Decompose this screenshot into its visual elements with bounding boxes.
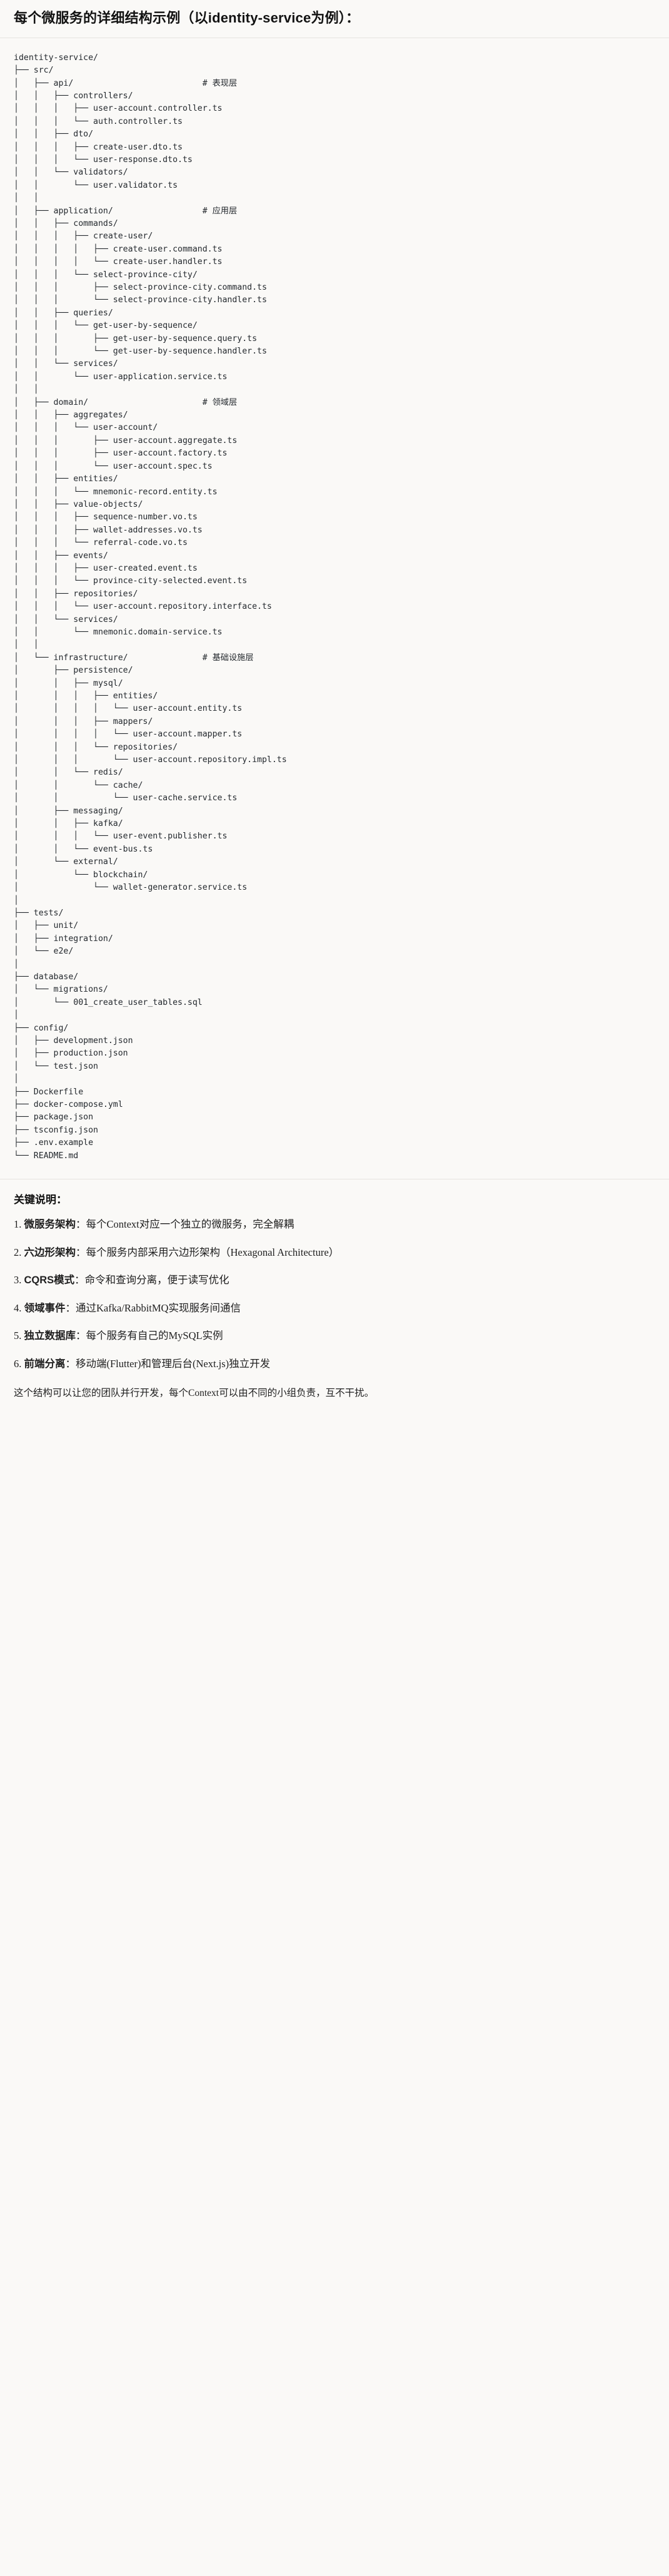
document-page: 每个微服务的详细结构示例（以identity-service为例）： ident… [0,0,669,1411]
title-block: 每个微服务的详细结构示例（以identity-service为例）： [0,0,669,38]
key-notes-block: 关键说明： 1. 微服务架构：每个Context对应一个独立的微服务，完全解耦 … [0,1179,669,1411]
note-term: 独立数据库 [24,1330,76,1342]
note-term: 微服务架构 [24,1219,76,1231]
note-number: 6. [14,1357,22,1370]
note-description: 移动端(Flutter)和管理后台(Next.js)独立开发 [76,1357,271,1370]
note-number: 4. [14,1301,22,1314]
note-item: 4. 领域事件：通过Kafka/RabbitMQ实现服务间通信 [14,1300,655,1317]
note-term: 领域事件 [24,1302,66,1314]
note-description: 通过Kafka/RabbitMQ实现服务间通信 [76,1301,241,1314]
note-separator: ： [76,1330,86,1342]
closing-paragraph: 这个结构可以让您的团队并行开发，每个Context可以由不同的小组负责，互不干扰… [14,1388,375,1399]
note-separator: ： [74,1274,85,1286]
note-term: 前端分离 [24,1358,66,1370]
note-item: 6. 前端分离：移动端(Flutter)和管理后台(Next.js)独立开发 [14,1356,655,1373]
note-term: CQRS模式 [24,1275,75,1286]
note-item: 3. CQRS模式：命令和查询分离，便于读写优化 [14,1272,655,1289]
note-item: 2. 六边形架构：每个服务内部采用六边形架构（Hexagonal Archite… [14,1245,655,1261]
note-number: 1. [14,1218,22,1231]
note-number: 5. [14,1330,22,1342]
note-term: 六边形架构 [24,1246,76,1258]
note-description: 每个服务有自己的MySQL实例 [86,1330,223,1342]
note-description: 每个Context对应一个独立的微服务，完全解耦 [86,1218,294,1231]
note-separator: ： [76,1246,86,1258]
note-separator: ： [65,1301,76,1314]
directory-tree-block: identity-service/ ├── src/ │ ├── api/ # … [0,38,669,1180]
note-description: 命令和查询分离，便于读写优化 [84,1274,229,1286]
note-separator: ： [76,1218,86,1231]
key-notes-heading: 关键说明： [14,1194,67,1206]
page-title: 每个微服务的详细结构示例（以identity-service为例）： [14,10,360,26]
note-number: 3. [14,1274,22,1286]
directory-tree: identity-service/ ├── src/ │ ├── api/ # … [14,53,287,1161]
note-separator: ： [65,1357,76,1370]
note-item: 5. 独立数据库：每个服务有自己的MySQL实例 [14,1328,655,1345]
note-item: 1. 微服务架构：每个Context对应一个独立的微服务，完全解耦 [14,1216,655,1233]
note-number: 2. [14,1246,22,1258]
note-description: 每个服务内部采用六边形架构（Hexagonal Architecture） [86,1246,340,1258]
